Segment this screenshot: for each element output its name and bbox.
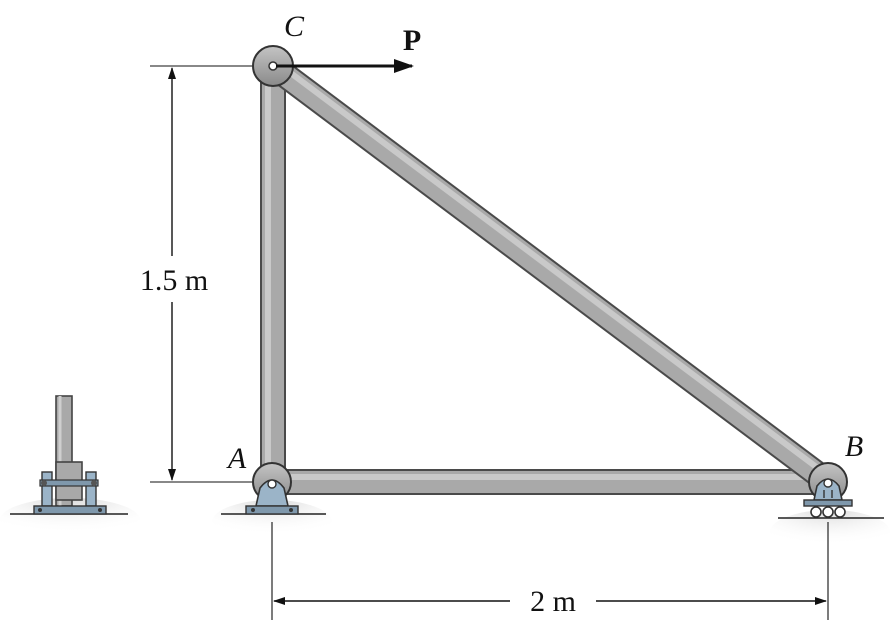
support-side-view bbox=[33, 395, 107, 515]
member-ac bbox=[260, 66, 286, 482]
height-dimension: 1.5 m bbox=[140, 65, 268, 483]
roller-support-b bbox=[803, 462, 853, 518]
load-p-label: P bbox=[403, 24, 421, 57]
member-ab bbox=[272, 469, 828, 495]
ground-shading bbox=[0, 498, 890, 554]
joint-b-label: B bbox=[845, 430, 863, 463]
member-bc bbox=[265, 55, 836, 493]
joint-a-label: A bbox=[226, 442, 247, 475]
load-p-arrow: P bbox=[276, 24, 421, 73]
height-dimension-label: 1.5 m bbox=[140, 264, 208, 297]
pin-support-a bbox=[245, 462, 299, 515]
span-dimension: 2 m bbox=[271, 522, 829, 620]
span-dimension-label: 2 m bbox=[530, 585, 576, 618]
joint-c-label: C bbox=[284, 10, 305, 43]
